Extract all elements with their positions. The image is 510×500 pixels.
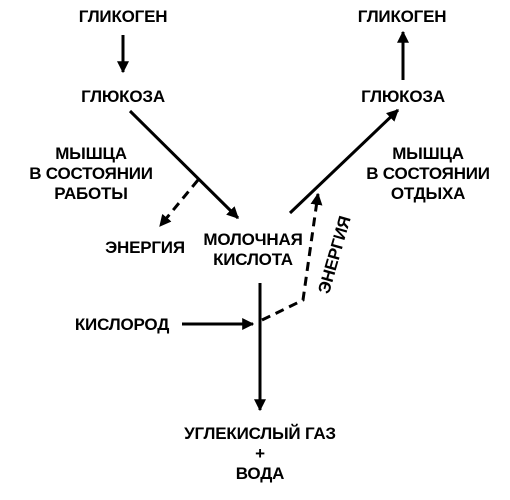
lactic-acid-line: КИСЛОТА bbox=[213, 250, 293, 269]
oxygen-label: КИСЛОРОД bbox=[74, 315, 170, 334]
muscle-resting-line: МЫШЦА bbox=[392, 144, 464, 163]
lactic-acid-label: МОЛОЧНАЯ КИСЛОТА bbox=[197, 230, 309, 270]
muscle-working-line: В СОСТОЯНИИ bbox=[29, 164, 153, 183]
glycogen-label-left: ГЛИКОГЕН bbox=[78, 7, 168, 26]
muscle-resting-label: МЫШЦА В СОСТОЯНИИ ОТДЫХА bbox=[352, 144, 504, 204]
products-line: + bbox=[255, 444, 265, 463]
products-line: ВОДА bbox=[235, 464, 285, 483]
muscle-working-line: РАБОТЫ bbox=[54, 184, 128, 203]
arrow-energy-supply-dashed bbox=[261, 192, 323, 322]
glycogen-label-right: ГЛИКОГЕН bbox=[357, 7, 447, 26]
muscle-resting-line: В СОСТОЯНИИ bbox=[366, 164, 490, 183]
arrow-energy-release-dashed bbox=[158, 179, 200, 227]
glucose-label-right: ГЛЮКОЗА bbox=[361, 87, 445, 106]
muscle-working-label: МЫШЦА В СОСТОЯНИИ РАБОТЫ bbox=[20, 144, 162, 204]
arrow-glucose-to-lactic-acid bbox=[128, 109, 240, 220]
muscle-resting-line: ОТДЫХА bbox=[390, 184, 466, 203]
glucose-label-left: ГЛЮКОЗА bbox=[81, 87, 165, 106]
products-line: УГЛЕКИСЛЫЙ ГАЗ bbox=[184, 424, 336, 443]
arrow-lactic-acid-to-glucose bbox=[288, 108, 400, 215]
muscle-working-line: МЫШЦА bbox=[55, 144, 127, 163]
energy-label-left: ЭНЕРГИЯ bbox=[105, 238, 185, 257]
lactic-acid-line: МОЛОЧНАЯ bbox=[203, 230, 303, 249]
products-label: УГЛЕКИСЛЫЙ ГАЗ + ВОДА bbox=[160, 424, 360, 484]
